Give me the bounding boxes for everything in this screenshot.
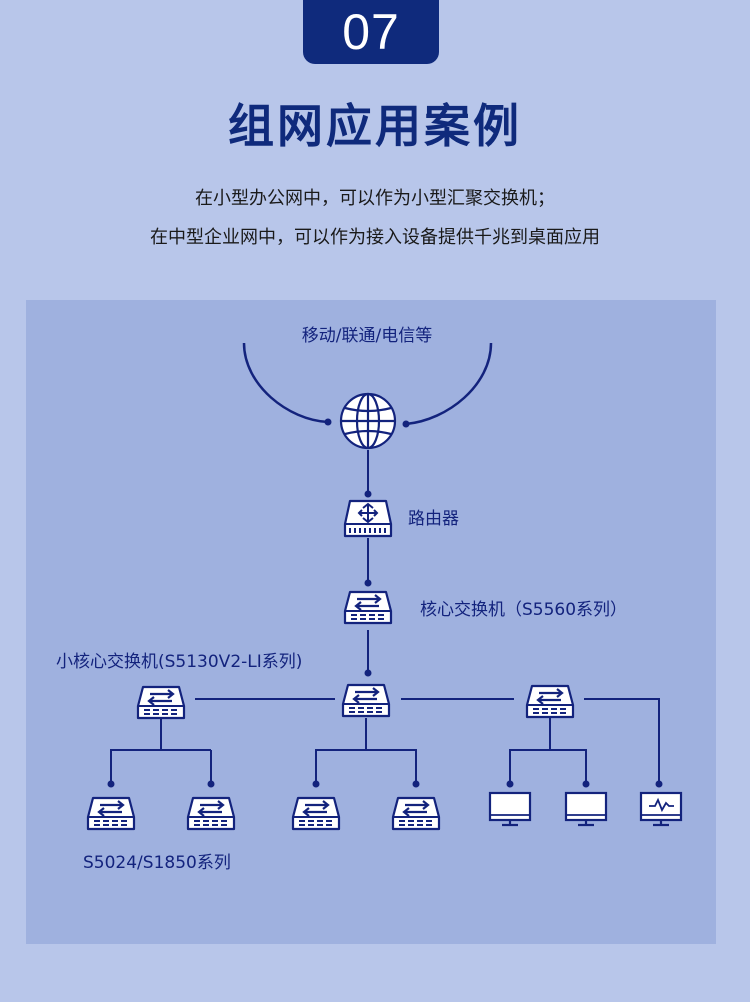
core-switch-icon [343, 590, 393, 625]
access-switch-2-icon [186, 796, 236, 831]
small-core-switch-label: 小核心交换机(S5130V2-LI系列) [56, 652, 302, 672]
page-title: 组网应用案例 [228, 99, 522, 153]
section-number-badge: 07 [303, 0, 439, 64]
aggregation-switch-right-icon [525, 684, 575, 719]
access-switch-3-icon [291, 796, 341, 831]
subtitle-line-2: 在中型企业网中，可以作为接入设备提供千兆到桌面应用 [150, 227, 600, 248]
monitoring-display-icon [639, 791, 683, 827]
access-switch-4-icon [391, 796, 441, 831]
access-switch-series-label: S5024/S1850系列 [83, 853, 231, 873]
access-switch-1-icon [86, 796, 136, 831]
desktop-monitor-2-icon [564, 791, 608, 827]
aggregation-switch-center-icon [341, 683, 391, 718]
subtitle-line-1: 在小型办公网中，可以作为小型汇聚交换机； [195, 188, 555, 209]
core-switch-label: 核心交换机（S5560系列） [420, 600, 627, 620]
desktop-monitor-1-icon [488, 791, 532, 827]
isp-arc-left [242, 342, 329, 424]
router-icon [343, 499, 393, 538]
router-label: 路由器 [408, 509, 459, 529]
internet-globe-icon [339, 392, 397, 450]
isp-label: 移动/联通/电信等 [302, 326, 432, 346]
section-number: 07 [342, 4, 400, 60]
small-core-switch-icon [136, 685, 186, 720]
isp-arc-right [405, 342, 493, 426]
